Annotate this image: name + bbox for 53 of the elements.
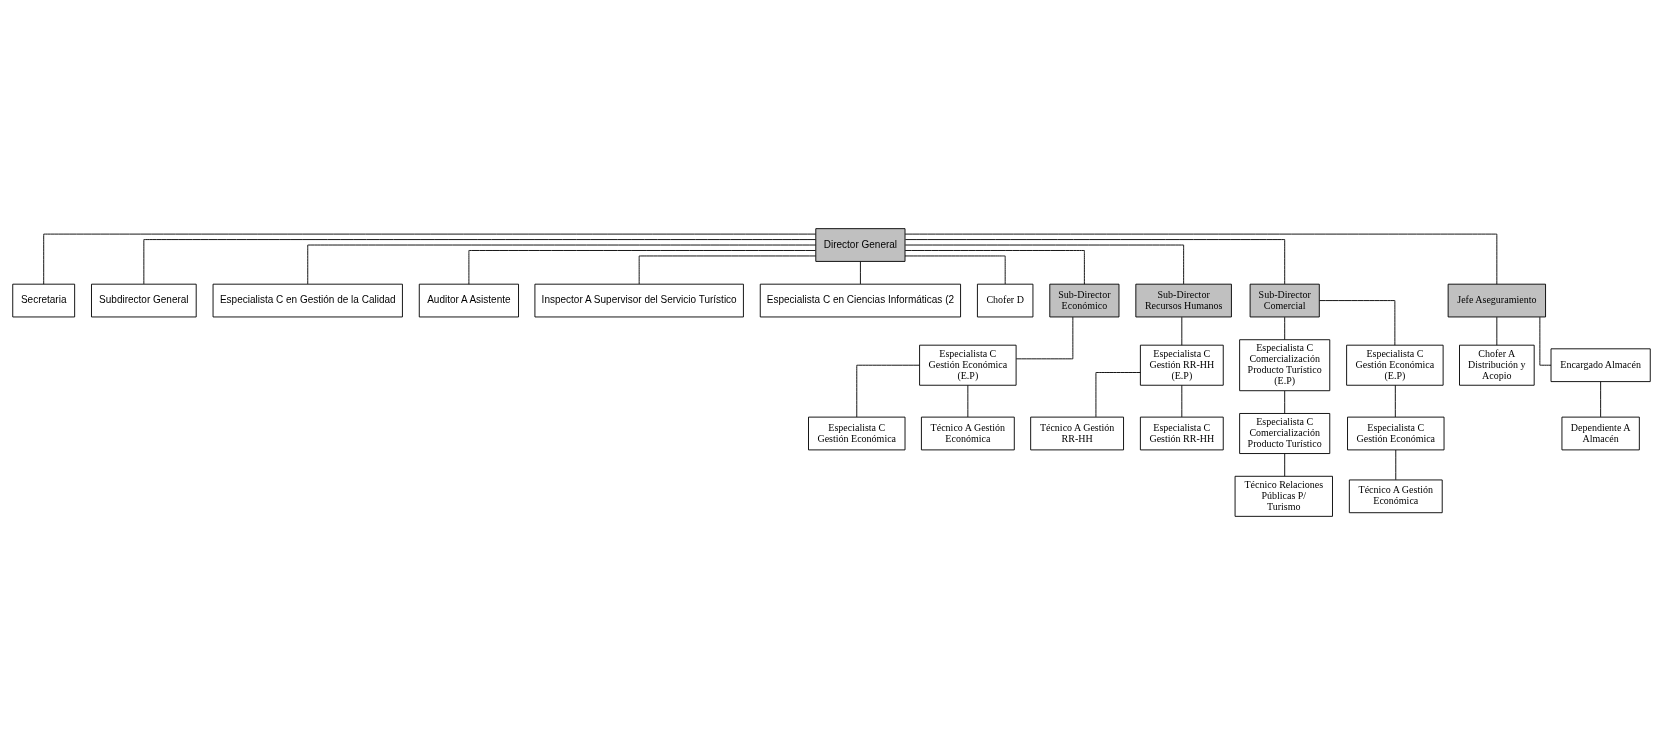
connector <box>1181 384 1183 417</box>
connector <box>1015 316 1074 359</box>
connector <box>856 364 920 417</box>
connector <box>904 255 1006 284</box>
connector <box>1539 316 1552 366</box>
connector <box>1095 371 1141 417</box>
node-box: Especialista C Gestión RR-HH (E.P) <box>1139 344 1224 386</box>
connector <box>904 233 1498 285</box>
connector <box>1395 449 1397 480</box>
node-box: Especialista C Gestión Económica <box>1347 416 1445 450</box>
node-box: Sub-Director Comercial <box>1249 283 1320 317</box>
connector <box>904 249 1085 285</box>
node-box: Sub-Director Recursos Humanos <box>1135 283 1232 317</box>
connector <box>1496 316 1498 346</box>
node-box: Encargado Almacén <box>1550 347 1651 382</box>
connector <box>43 233 817 285</box>
node-box: Subdirector General <box>91 283 197 317</box>
node-box: Inspector A Supervisor del Servicio Turístico <box>534 283 744 317</box>
node-box: Auditor A Asistente <box>418 283 519 317</box>
node-box: Especialista C Gestión RR-HH <box>1139 416 1224 450</box>
connector <box>638 255 817 284</box>
connector <box>1600 380 1602 417</box>
node-box: Especialista C en Gestión de la Calidad <box>212 283 403 317</box>
node-box: Dependiente A Almacén <box>1561 416 1640 450</box>
node-box: Especialista C Gestión Económica (E.P) <box>919 344 1017 386</box>
node-box: Técnico A Gestión Económica <box>1348 479 1443 513</box>
node-box: Técnico A Gestión RR-HH <box>1030 416 1124 450</box>
connector <box>468 249 816 285</box>
node-box: Especialista C Gestión Económica <box>808 416 906 450</box>
node-box: Director General <box>815 227 906 262</box>
node-box: Especialista C Comercialización Producto Turístico (E.P) <box>1239 338 1331 391</box>
node-box: Jefe Aseguramiento <box>1447 283 1546 317</box>
connector <box>967 384 969 417</box>
connector <box>1394 384 1396 417</box>
connector <box>904 238 1286 284</box>
connector <box>859 260 861 284</box>
node-box: Sub-Director Económico <box>1049 283 1120 317</box>
connector <box>904 244 1185 284</box>
connector <box>307 244 817 284</box>
node-box: Chofer A Distribución y Acopio <box>1459 344 1535 386</box>
connector <box>1284 390 1286 414</box>
connector <box>1319 299 1396 346</box>
node-box: Especialista C en Ciencias Informáticas (2 <box>759 283 961 317</box>
node-box: Especialista C Gestión Económica (E.P) <box>1346 344 1444 386</box>
connector <box>1284 452 1286 477</box>
node-box: Secretaria <box>12 283 76 317</box>
connector <box>1181 316 1183 346</box>
node-box: Especialista C Comercialización Producto Turístico <box>1239 412 1331 454</box>
node-box: Chofer D <box>976 283 1034 317</box>
node-box: Técnico Relaciones Públicas P/ Turismo <box>1234 475 1333 517</box>
node-box: Técnico A Gestión Económica <box>920 416 1015 450</box>
connector <box>1284 316 1286 340</box>
connector <box>143 238 817 284</box>
